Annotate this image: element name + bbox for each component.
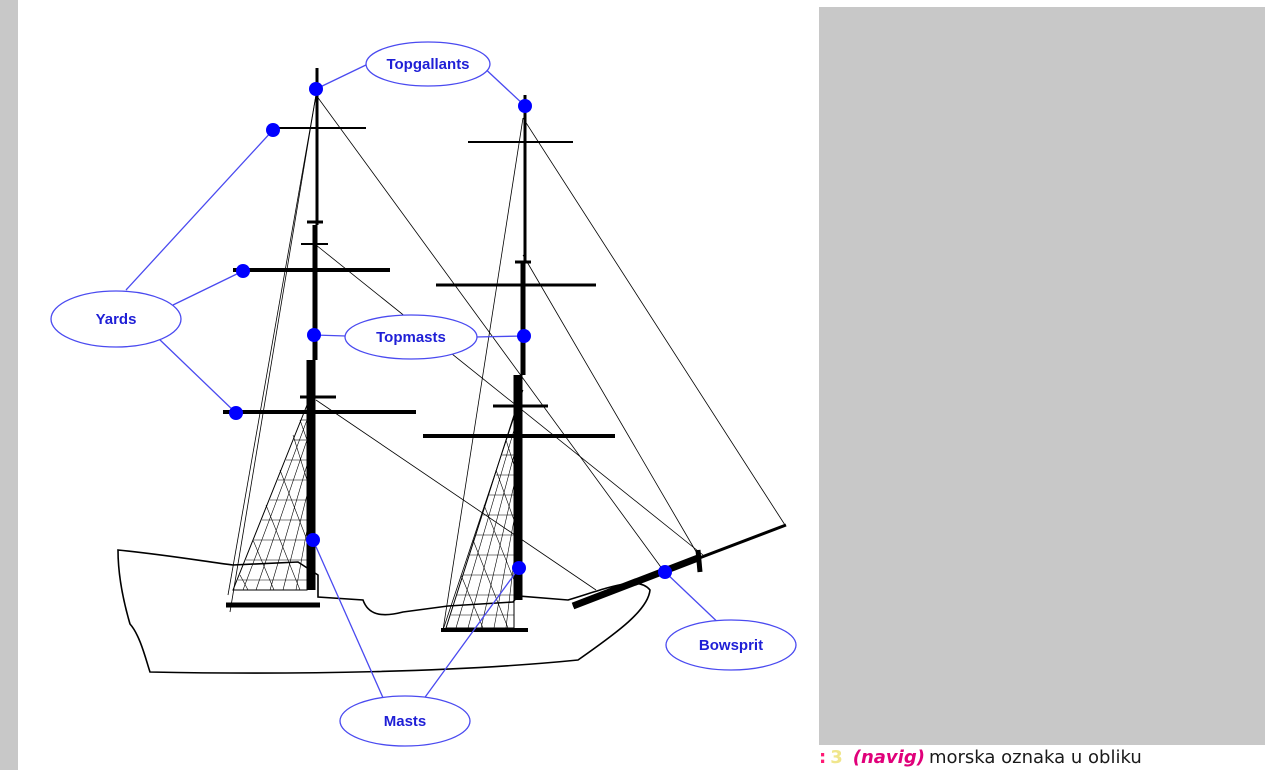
yard-mid-dot	[236, 264, 250, 278]
label-bowsprit-text: Bowsprit	[699, 637, 763, 654]
topmast-main-dot	[307, 328, 321, 342]
fore-mast-ratlines	[445, 414, 515, 629]
label-yards-text: Yards	[96, 311, 137, 328]
caption-colon: :	[819, 747, 827, 768]
yard-top-dot	[266, 123, 280, 137]
right-gray-area	[819, 7, 1265, 745]
label-dots	[229, 82, 672, 579]
topmast-fore-dot	[517, 329, 531, 343]
label-topgallants-text: Topgallants	[386, 56, 469, 73]
rigging-lines	[227, 94, 786, 631]
bowsprit-spar	[571, 523, 787, 610]
left-gray-strip	[0, 0, 18, 770]
bowsprit-dot	[658, 565, 672, 579]
topgallant-main-dot	[309, 82, 323, 96]
label-topmasts-text: Topmasts	[376, 329, 446, 346]
label-bowsprit: Bowsprit	[665, 619, 797, 671]
mast-fore-dot	[512, 561, 526, 575]
caption-number: 3	[830, 747, 843, 768]
dictionary-caption: :3 (navig)morska oznaka u obliku	[819, 746, 1265, 770]
right-panel: :3 (navig)morska oznaka u obliku	[819, 0, 1265, 770]
main-mast-ratlines	[232, 404, 308, 591]
label-topmasts: Topmasts	[344, 314, 478, 360]
ship-hull	[117, 549, 651, 674]
ship-diagram-panel: Topgallants Yards Topmasts Bowsprit Mast…	[18, 0, 819, 770]
ship-diagram: Topgallants Yards Topmasts Bowsprit Mast…	[50, 41, 797, 747]
label-masts: Masts	[339, 695, 471, 747]
mast-main-dot	[306, 533, 320, 547]
caption-text: morska oznaka u obliku	[928, 747, 1142, 768]
fore-mast	[423, 95, 615, 632]
topgallant-fore-dot	[518, 99, 532, 113]
label-topgallants: Topgallants	[365, 41, 491, 87]
label-masts-text: Masts	[384, 713, 427, 730]
main-mast	[223, 68, 416, 608]
caption-tag: (navig)	[852, 747, 925, 768]
label-yards: Yards	[50, 290, 182, 348]
yard-low-dot	[229, 406, 243, 420]
